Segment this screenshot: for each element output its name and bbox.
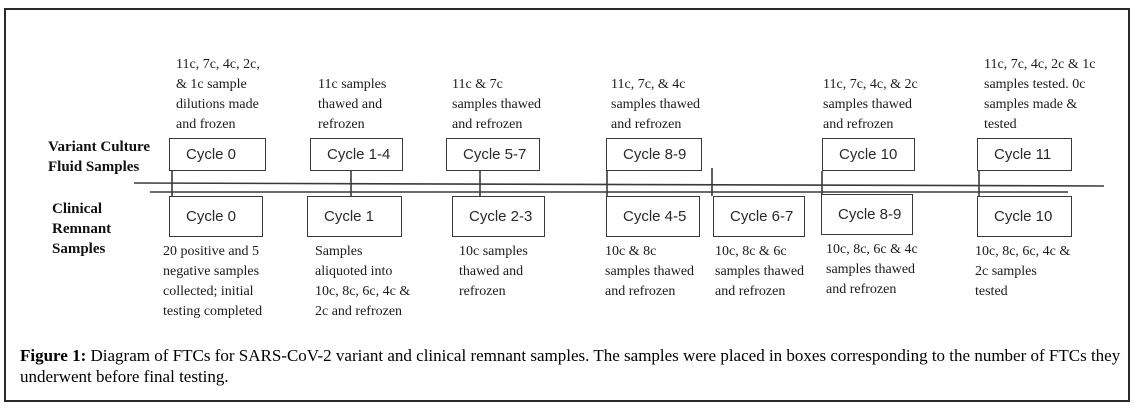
variant-box-cycle-5-7: Cycle 5-7 [446,138,540,171]
figure-border [4,8,1130,402]
clinical-box-cycle-6-7: Cycle 6-7 [713,196,805,237]
variant-annotation-cycle-8-9: 11c, 7c, & 4c samples thawed and refroze… [611,77,701,132]
clinical-box-cycle-4-5: Cycle 4-5 [606,196,700,237]
variant-annotation-cycle-10: 11c, 7c, 4c, & 2c samples thawed and ref… [823,77,918,132]
clinical-box-cycle-2-3: Cycle 2-3 [452,196,545,237]
clinical-annotation-cycle-8-9: 10c, 8c, 6c & 4c samples thawed and refr… [826,242,918,297]
variant-annotation-cycle-0: 11c, 7c, 4c, 2c, & 1c sample dilutions m… [176,57,260,132]
clinical-annotation-cycle-10: 10c, 8c, 6c, 4c & 2c samples tested [975,244,1071,299]
timeline-line-upper [133,182,1105,187]
figure-caption-label: Figure 1: [20,346,87,365]
variant-annotation-cycle-5-7: 11c & 7c samples thawed and refrozen [452,77,542,132]
variant-annotation-cycle-11: 11c, 7c, 4c, 2c & 1c samples tested. 0c … [984,57,1096,132]
variant-box-cycle-11: Cycle 11 [977,138,1072,171]
figure-caption: Figure 1: Diagram of FTCs for SARS-CoV-2… [20,345,1122,387]
row-label-clinical-remnant: Clinical Remnant Samples [52,201,112,257]
clinical-box-cycle-1: Cycle 1 [307,196,402,237]
variant-annotation-cycle-1-4: 11c samples thawed and refrozen [318,77,387,132]
clinical-annotation-cycle-6-7: 10c, 8c & 6c samples thawed and refrozen [715,244,805,299]
clinical-box-cycle-10: Cycle 10 [977,196,1072,237]
clinical-box-cycle-0: Cycle 0 [169,196,263,237]
variant-box-cycle-0: Cycle 0 [169,138,266,171]
clinical-annotation-cycle-0: 20 positive and 5 negative samples colle… [163,244,263,319]
variant-box-cycle-1-4: Cycle 1-4 [310,138,403,171]
row-label-variant-culture: Variant Culture Fluid Samples [48,139,151,175]
figure-caption-text: Diagram of FTCs for SARS-CoV-2 variant a… [20,346,1121,386]
clinical-annotation-cycle-4-5: 10c & 8c samples thawed and refrozen [605,244,695,299]
clinical-annotation-cycle-2-3: 10c samples thawed and refrozen [459,244,528,299]
variant-box-cycle-10: Cycle 10 [822,138,915,171]
clinical-annotation-cycle-1: Samples aliquoted into 10c, 8c, 6c, 4c &… [315,244,411,319]
variant-box-cycle-8-9: Cycle 8-9 [606,138,702,171]
clinical-box-cycle-8-9: Cycle 8-9 [821,194,913,235]
